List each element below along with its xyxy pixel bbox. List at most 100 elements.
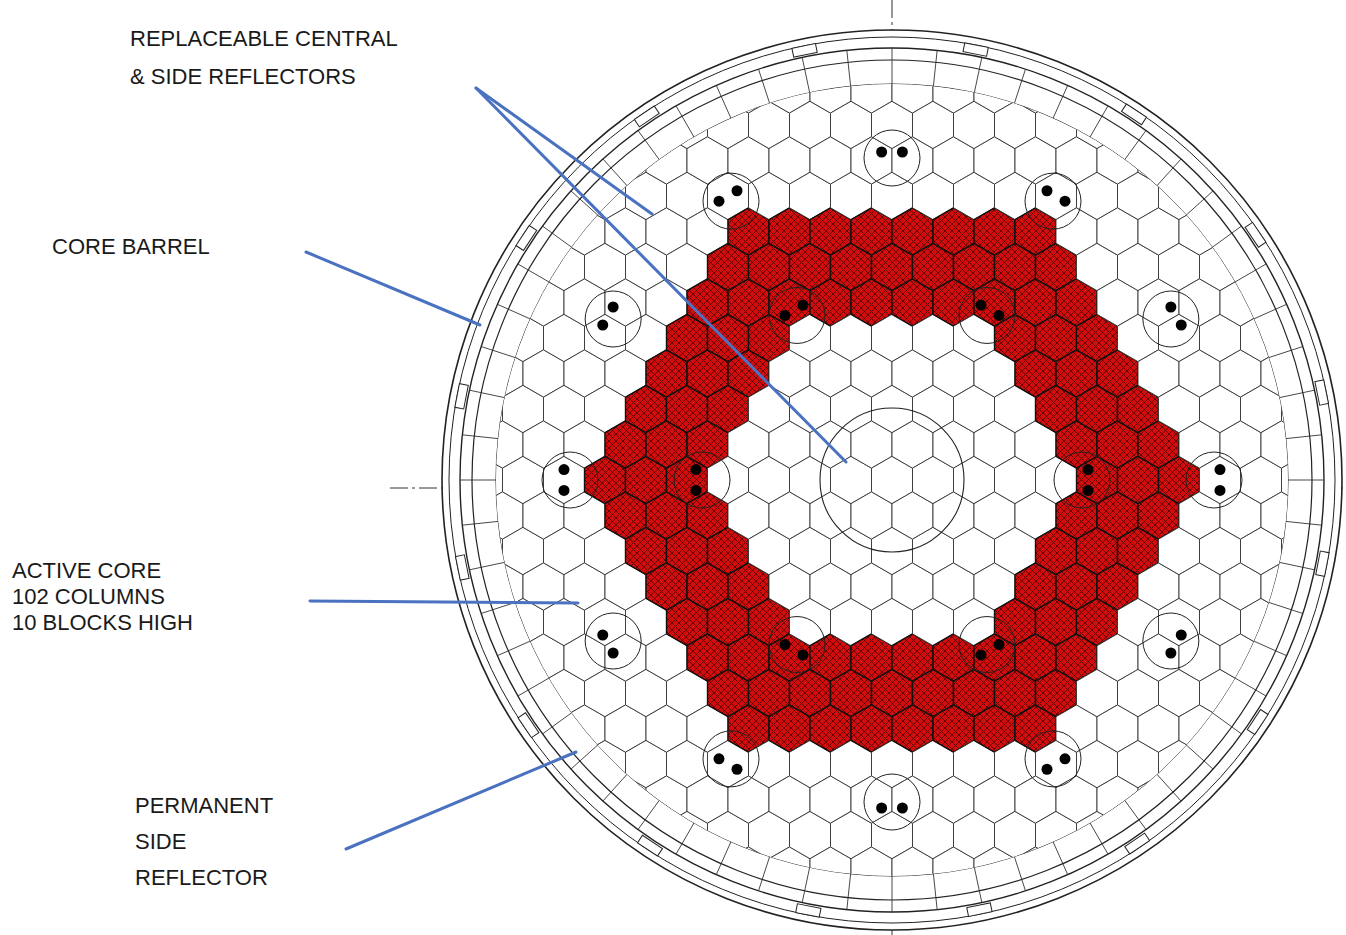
- leader-line: [306, 252, 480, 325]
- barrel-notch: [967, 903, 992, 917]
- reflector-block-edge: [759, 857, 770, 891]
- barrel-notch: [963, 43, 988, 56]
- control-rod-position: [703, 173, 759, 229]
- rod-circle: [864, 130, 920, 186]
- reflector-block-edge: [847, 874, 851, 910]
- barrel-notch: [456, 555, 470, 580]
- rod-dot: [1060, 196, 1071, 207]
- rod-dot: [1176, 320, 1187, 331]
- rod-dot: [608, 302, 619, 313]
- rod-circle: [1143, 613, 1199, 669]
- reflector-block-edge: [462, 435, 498, 439]
- reflector-block-edge: [1090, 106, 1108, 137]
- rod-dot: [897, 803, 908, 814]
- rod-dot: [1176, 630, 1187, 641]
- reflector-block-edge: [759, 69, 770, 103]
- control-rod-position: [864, 130, 920, 186]
- rod-dot: [994, 639, 1005, 650]
- control-rod-position: [1025, 731, 1081, 787]
- reflector-block-edge: [1286, 435, 1322, 439]
- reflector-column: [1220, 279, 1261, 326]
- rod-dot: [714, 196, 725, 207]
- barrel-notch: [1315, 380, 1329, 405]
- reflector-column: [1015, 66, 1056, 113]
- reflector-column: [1077, 101, 1118, 148]
- reflector-block-edge: [1186, 745, 1213, 769]
- rod-dot: [876, 803, 887, 814]
- reflector-block-edge: [1269, 602, 1303, 613]
- rod-dot: [1083, 485, 1094, 496]
- reflector-block-edge: [1125, 800, 1146, 829]
- rod-circle: [769, 617, 825, 673]
- reflector-column: [1261, 421, 1302, 468]
- barrel-notch: [1125, 833, 1150, 854]
- rod-dot: [897, 147, 908, 158]
- rod-circle: [959, 287, 1015, 343]
- barrel-notch: [1247, 710, 1268, 735]
- reflector-block-edge: [933, 874, 937, 910]
- reflector-block-edge: [1157, 774, 1181, 801]
- rod-dot: [780, 310, 791, 321]
- reflector-block-edge: [1254, 304, 1287, 319]
- reflector-column: [1241, 598, 1282, 645]
- rod-dot: [1042, 764, 1053, 775]
- reflector-block-edge: [518, 264, 549, 282]
- reflector-block-edge: [676, 823, 694, 854]
- leader-line: [476, 88, 846, 462]
- rod-dot: [559, 485, 570, 496]
- reflector-block-edge: [847, 50, 851, 86]
- control-rod-position: [959, 617, 1015, 673]
- reflector-block-edge: [462, 521, 498, 525]
- control-rod-position: [585, 613, 641, 669]
- reflector-block-edge: [469, 390, 504, 397]
- rod-dot: [691, 485, 702, 496]
- rod-dot: [608, 648, 619, 659]
- rod-dot: [798, 300, 809, 311]
- rod-dot: [1060, 753, 1071, 764]
- rod-circle: [1143, 291, 1199, 347]
- rod-circle: [1054, 452, 1110, 508]
- reflector-block-edge: [892, 48, 893, 84]
- reflector-block-edge: [1157, 159, 1181, 186]
- reflector-block-edge: [1014, 69, 1025, 103]
- callout-label: ACTIVE CORE 102 COLUMNS 10 BLOCKS HIGH: [12, 558, 193, 636]
- reflector-block-edge: [1269, 347, 1303, 358]
- control-rod-position: [959, 287, 1015, 343]
- reflector-block-edge: [638, 800, 659, 829]
- barrel-notch: [796, 904, 821, 917]
- rod-dot: [976, 300, 987, 311]
- control-rod-position: [703, 731, 759, 787]
- barrel-notch: [1122, 104, 1147, 125]
- rod-circle: [703, 731, 759, 787]
- reflector-block-edge: [571, 191, 598, 215]
- central-circle: [820, 408, 964, 552]
- reflector-block-edge: [1053, 842, 1068, 875]
- rod-circle: [769, 287, 825, 343]
- reflector-block-edge: [1235, 678, 1266, 696]
- center-axis: [390, 0, 1346, 935]
- rod-dot: [1165, 302, 1176, 313]
- reflector-column: [1179, 705, 1220, 752]
- leader-line: [476, 88, 652, 214]
- rod-dot: [691, 464, 702, 475]
- rod-dot: [559, 464, 570, 475]
- callout-label: REPLACEABLE CENTRAL & SIDE REFLECTORS: [130, 20, 398, 96]
- rod-dot: [876, 147, 887, 158]
- rod-dot: [1215, 485, 1226, 496]
- reflector-column: [1261, 350, 1302, 397]
- reflector-column: [462, 527, 503, 574]
- reflector-block-edge: [497, 641, 530, 656]
- rod-circle: [1025, 731, 1081, 787]
- reflector-block-edge: [469, 562, 504, 569]
- rod-circle: [674, 452, 730, 508]
- barrel-ring: [496, 84, 1288, 876]
- control-rod-position: [585, 291, 641, 347]
- control-rod-position: [1143, 613, 1199, 669]
- callout-label: CORE BARREL: [52, 232, 210, 262]
- reflector-block-edge: [1125, 131, 1146, 160]
- reflector-block-edge: [974, 867, 981, 902]
- reflector-column: [1220, 634, 1261, 681]
- control-rod-position: [674, 452, 730, 508]
- reflector-column: [462, 385, 503, 432]
- reflector-block-edge: [716, 842, 731, 875]
